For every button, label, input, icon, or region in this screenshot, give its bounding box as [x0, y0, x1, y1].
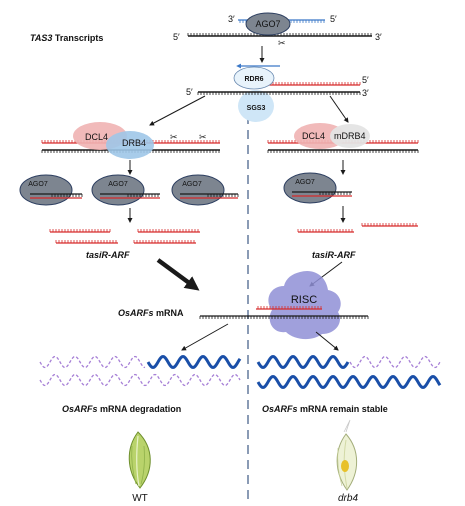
sirna-five-prime: 5′ — [330, 14, 337, 24]
stable-mrna-waves — [256, 354, 442, 390]
ago7-complex-left-1 — [19, 174, 73, 206]
osarfs-mrna-row: OsARFs mRNA RISC — [118, 270, 369, 340]
risc-complex — [268, 270, 341, 340]
drb4-protein-left — [106, 131, 154, 159]
tas3-transcript-row: TAS3 Transcripts 5′ 3′ 3′ 5′ AGO7 ✂ — [30, 12, 382, 48]
scissors-icon-left-2: ✂ — [199, 132, 207, 142]
degradation-label: OsARFs mRNA degradation — [62, 404, 181, 414]
tas3-five-prime: 5′ — [173, 32, 180, 42]
sgs3-label: SGS3 — [247, 105, 266, 112]
stable-wave-right-1 — [256, 354, 350, 370]
dsrna-bottom-ticks — [197, 92, 361, 95]
wt-grain-image — [128, 431, 151, 489]
scissors-icon: ✂ — [278, 38, 286, 48]
arrow-to-degradation — [181, 323, 229, 351]
rdr6-sgs3-row: SGS3 RDR6 5′ 5′ 3′ — [186, 63, 369, 122]
ago7-label-right: AGO7 — [295, 179, 315, 186]
dsrna-five-prime-right: 5′ — [362, 75, 369, 85]
dcl4-label-right: DCL4 — [302, 131, 325, 141]
right-dicing-bottom-ticks — [267, 150, 419, 153]
ago7-complex-right — [283, 172, 337, 204]
stable-wave-right-2 — [256, 374, 442, 390]
ago7-complex-left-3 — [171, 174, 225, 206]
osarfs-mrna-label: OsARFs mRNA — [118, 308, 184, 318]
tas3-mrna-ticks — [187, 33, 372, 36]
ago7-label-left-3: AGO7 — [182, 181, 202, 188]
sirna-three-prime: 3′ — [228, 14, 235, 24]
tasirna-label-right: tasiR-ARF — [312, 250, 356, 260]
sgs3-protein — [238, 90, 274, 122]
arrow-to-left-dicing — [149, 95, 206, 126]
drb4-label-left: DRB4 — [122, 138, 146, 148]
ago7-complex-top — [245, 12, 291, 36]
ago7-label-top: AGO7 — [255, 19, 280, 29]
tasirna-left-2-ticks — [137, 229, 199, 232]
left-dicing-complex: DCL4 DRB4 ✂ ✂ — [41, 122, 220, 159]
drb4-mutant-label: drb4 — [338, 493, 358, 504]
risc-label: RISC — [291, 294, 317, 306]
tas3-gene-label: TAS3 Transcripts — [30, 33, 103, 43]
stable-label: OsARFs mRNA remain stable — [262, 404, 388, 414]
tasirna-label-left: tasiR-ARF — [86, 250, 130, 260]
intact-wave-left — [146, 354, 242, 370]
ago7-complex-left-2 — [91, 174, 145, 206]
ago7-right-ticks — [319, 192, 351, 195]
tasirna-right-1-ticks — [297, 229, 353, 232]
mdrb4-protein-right — [330, 124, 370, 148]
right-dicing-complex: DCL4 mDRB4 — [267, 123, 419, 153]
drb4-grain-image — [336, 419, 358, 491]
right-tasirna-fragments: tasiR-ARF — [297, 223, 418, 260]
tasirna-left-3-ticks — [55, 240, 117, 243]
tasirna-left-1-ticks — [49, 229, 111, 232]
tas3-three-prime: 3′ — [375, 32, 382, 42]
ago7-left-3-ticks — [207, 194, 239, 197]
tasirna-left-4-ticks — [133, 240, 195, 243]
dcl4-protein-right — [294, 123, 346, 149]
degraded-mrna-waves — [39, 354, 441, 387]
ago7-label-left-1: AGO7 — [28, 181, 48, 188]
degraded-wave-right — [349, 355, 441, 369]
ago7-left-2-ticks — [127, 194, 159, 197]
left-tasirna-fragments: tasiR-ARF — [49, 229, 200, 260]
rdr6-label: RDR6 — [244, 76, 263, 83]
mdrb4-label-right: mDRB4 — [334, 131, 366, 141]
osarfs-mrna-ticks — [199, 316, 369, 319]
degraded-wave-left-2 — [39, 373, 241, 387]
tasirna-right-2-ticks — [361, 223, 417, 226]
ago7-label-left-2: AGO7 — [108, 181, 128, 188]
left-ago7-loading: AGO7 AGO7 AGO7 — [19, 174, 239, 206]
risc-guide-ticks — [257, 306, 322, 309]
right-ago7-loading: AGO7 — [283, 172, 352, 204]
degraded-wave-left-1 — [39, 355, 146, 369]
dsrna-three-prime: 3′ — [362, 88, 369, 98]
big-arrow-to-osarfs — [156, 258, 200, 291]
dsrna-top-ticks — [257, 82, 361, 85]
rdr6-protein — [233, 66, 275, 90]
arrow-to-stable — [315, 331, 339, 351]
arrow-to-right-dicing — [329, 95, 349, 123]
ago7-left-1-ticks — [51, 194, 83, 197]
dcl4-label-left: DCL4 — [85, 132, 108, 142]
dsrna-five-prime: 5′ — [186, 87, 193, 97]
scissors-icon-left-1: ✂ — [170, 132, 178, 142]
wt-label: WT — [132, 493, 148, 504]
